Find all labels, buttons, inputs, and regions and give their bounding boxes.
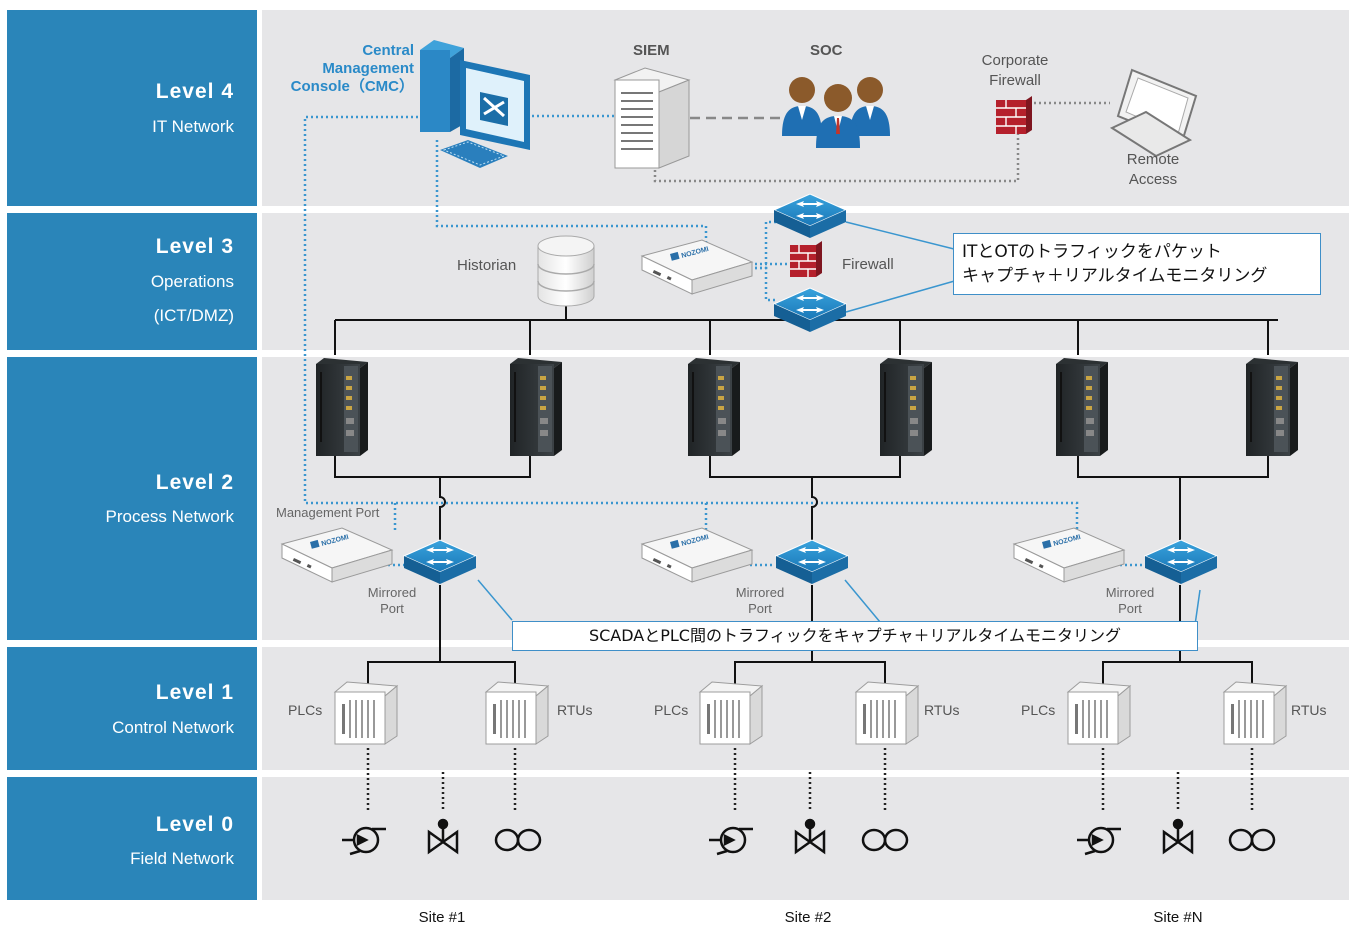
management-port-label: Management Port [276, 505, 380, 520]
level-1-panel [262, 647, 1349, 770]
sensor-appliance-icon[interactable] [1013, 527, 1125, 583]
controller-icon[interactable] [688, 358, 740, 456]
switch-icon[interactable] [775, 539, 849, 585]
level-3-title: Level 3 [155, 235, 234, 258]
flow-meter-icon[interactable] [494, 828, 542, 852]
site-2-label: Site #2 [784, 909, 832, 926]
sensor-appliance-icon[interactable] [281, 527, 393, 583]
rtu-icon[interactable] [1223, 681, 1287, 745]
valve-icon[interactable] [794, 818, 826, 854]
level-2-band [7, 357, 257, 640]
level-1-title: Level 1 [155, 681, 234, 704]
cmc-label-line-3: Console（CMC） [290, 78, 414, 95]
it-ot-callout: ITとOTのトラフィックをパケット キャプチャ＋リアルタイムモニタリング [953, 233, 1321, 295]
level-4-band [7, 10, 257, 206]
switch-icon[interactable] [773, 287, 847, 333]
scada-plc-callout: SCADAとPLC間のトラフィックをキャプチャ＋リアルタイムモニタリング [512, 621, 1198, 651]
people-icon[interactable] [782, 77, 890, 148]
level-3-subtitle-2: (ICT/DMZ) [153, 306, 234, 325]
plc-icon[interactable] [334, 681, 398, 745]
mirrored-port-label-site1: Mirrored Port [360, 585, 424, 617]
mirrored-port-line-1: Mirrored [1105, 585, 1155, 600]
firewall-icon[interactable] [790, 241, 822, 277]
rtu-icon[interactable] [855, 681, 919, 745]
mirrored-port-label-siten: Mirrored Port [1098, 585, 1162, 617]
corporate-firewall-icon[interactable] [996, 96, 1032, 134]
plcs-label-site1: PLCs [288, 702, 323, 718]
mirrored-port-line-1: Mirrored [735, 585, 785, 600]
server-icon[interactable] [613, 67, 691, 169]
callout-leaders [477, 579, 1201, 626]
rtus-label-site2: RTUs [924, 702, 960, 718]
sensor-appliance-icon[interactable] [641, 239, 753, 295]
mirrored-port-line-2: Port [1118, 601, 1142, 616]
laptop-icon[interactable] [1109, 68, 1198, 158]
plcs-label-siten: PLCs [1021, 702, 1056, 718]
corporate-firewall-label: Corporate Firewall [960, 51, 1070, 91]
level3-links [565, 220, 959, 320]
level-2-title: Level 2 [155, 471, 234, 494]
cmc-label: Central Management Console（CMC） [270, 42, 414, 96]
pump-icon[interactable] [340, 826, 388, 856]
soc-label: SOC [810, 42, 843, 59]
controller-icon[interactable] [1246, 358, 1298, 456]
valve-icon[interactable] [1162, 818, 1194, 854]
controller-icon[interactable] [316, 358, 368, 456]
level-4-subtitle: IT Network [152, 117, 234, 136]
level-3-subtitle: Operations [150, 272, 234, 291]
remote-access-line-1: Remote [1126, 151, 1180, 168]
sensor-appliance-icon[interactable] [641, 527, 753, 583]
plc-icon[interactable] [699, 681, 763, 745]
pump-icon[interactable] [1075, 826, 1123, 856]
mirrored-port-line-2: Port [748, 601, 772, 616]
it-ot-callout-line-1: ITとOTのトラフィックをパケット [962, 242, 1222, 262]
remote-access-line-2: Access [1128, 171, 1178, 188]
computer-icon[interactable] [420, 40, 530, 168]
cmc-label-line-2: Management [322, 60, 414, 77]
site-n-label: Site #N [1153, 909, 1203, 926]
mirrored-port-label-site2: Mirrored Port [728, 585, 792, 617]
controller-icon[interactable] [510, 358, 562, 456]
rtus-label-siten: RTUs [1291, 702, 1327, 718]
level4-links [303, 101, 1110, 533]
level-2-subtitle: Process Network [105, 507, 234, 526]
switch-icon[interactable] [1144, 539, 1218, 585]
level-0-subtitle: Field Network [130, 849, 234, 868]
rtu-icon[interactable] [485, 681, 549, 745]
field-links [366, 748, 1254, 812]
siem-label: SIEM [633, 42, 670, 59]
corporate-firewall-line-2: Firewall [989, 72, 1041, 89]
flow-meter-icon[interactable] [861, 828, 909, 852]
level-0-title: Level 0 [155, 813, 234, 836]
site-1-label: Site #1 [418, 909, 466, 926]
level-4-title: Level 4 [155, 80, 234, 103]
flow-meter-icon[interactable] [1228, 828, 1276, 852]
corporate-firewall-line-1: Corporate [981, 52, 1049, 69]
valve-icon[interactable] [427, 818, 459, 854]
switch-icon[interactable] [773, 193, 847, 239]
cmc-label-line-1: Central [362, 42, 414, 59]
database-icon[interactable] [537, 235, 595, 307]
controller-icon[interactable] [880, 358, 932, 456]
mirrored-port-line-1: Mirrored [367, 585, 417, 600]
controller-icon[interactable] [1056, 358, 1108, 456]
plc-icon[interactable] [1067, 681, 1131, 745]
rtus-label-site1: RTUs [557, 702, 593, 718]
mirrored-port-line-2: Port [380, 601, 404, 616]
switch-icon[interactable] [403, 539, 477, 585]
firewall-label: Firewall [842, 256, 894, 273]
remote-access-label: Remote Access [1100, 150, 1206, 190]
level-3-band [7, 213, 257, 350]
it-ot-callout-line-2: キャプチャ＋リアルタイムモニタリング [962, 266, 1268, 286]
plcs-label-site2: PLCs [654, 702, 689, 718]
level-1-band [7, 647, 257, 770]
level-0-band [7, 777, 257, 900]
historian-label: Historian [457, 257, 517, 274]
level-1-subtitle: Control Network [112, 718, 234, 737]
pump-icon[interactable] [707, 826, 755, 856]
